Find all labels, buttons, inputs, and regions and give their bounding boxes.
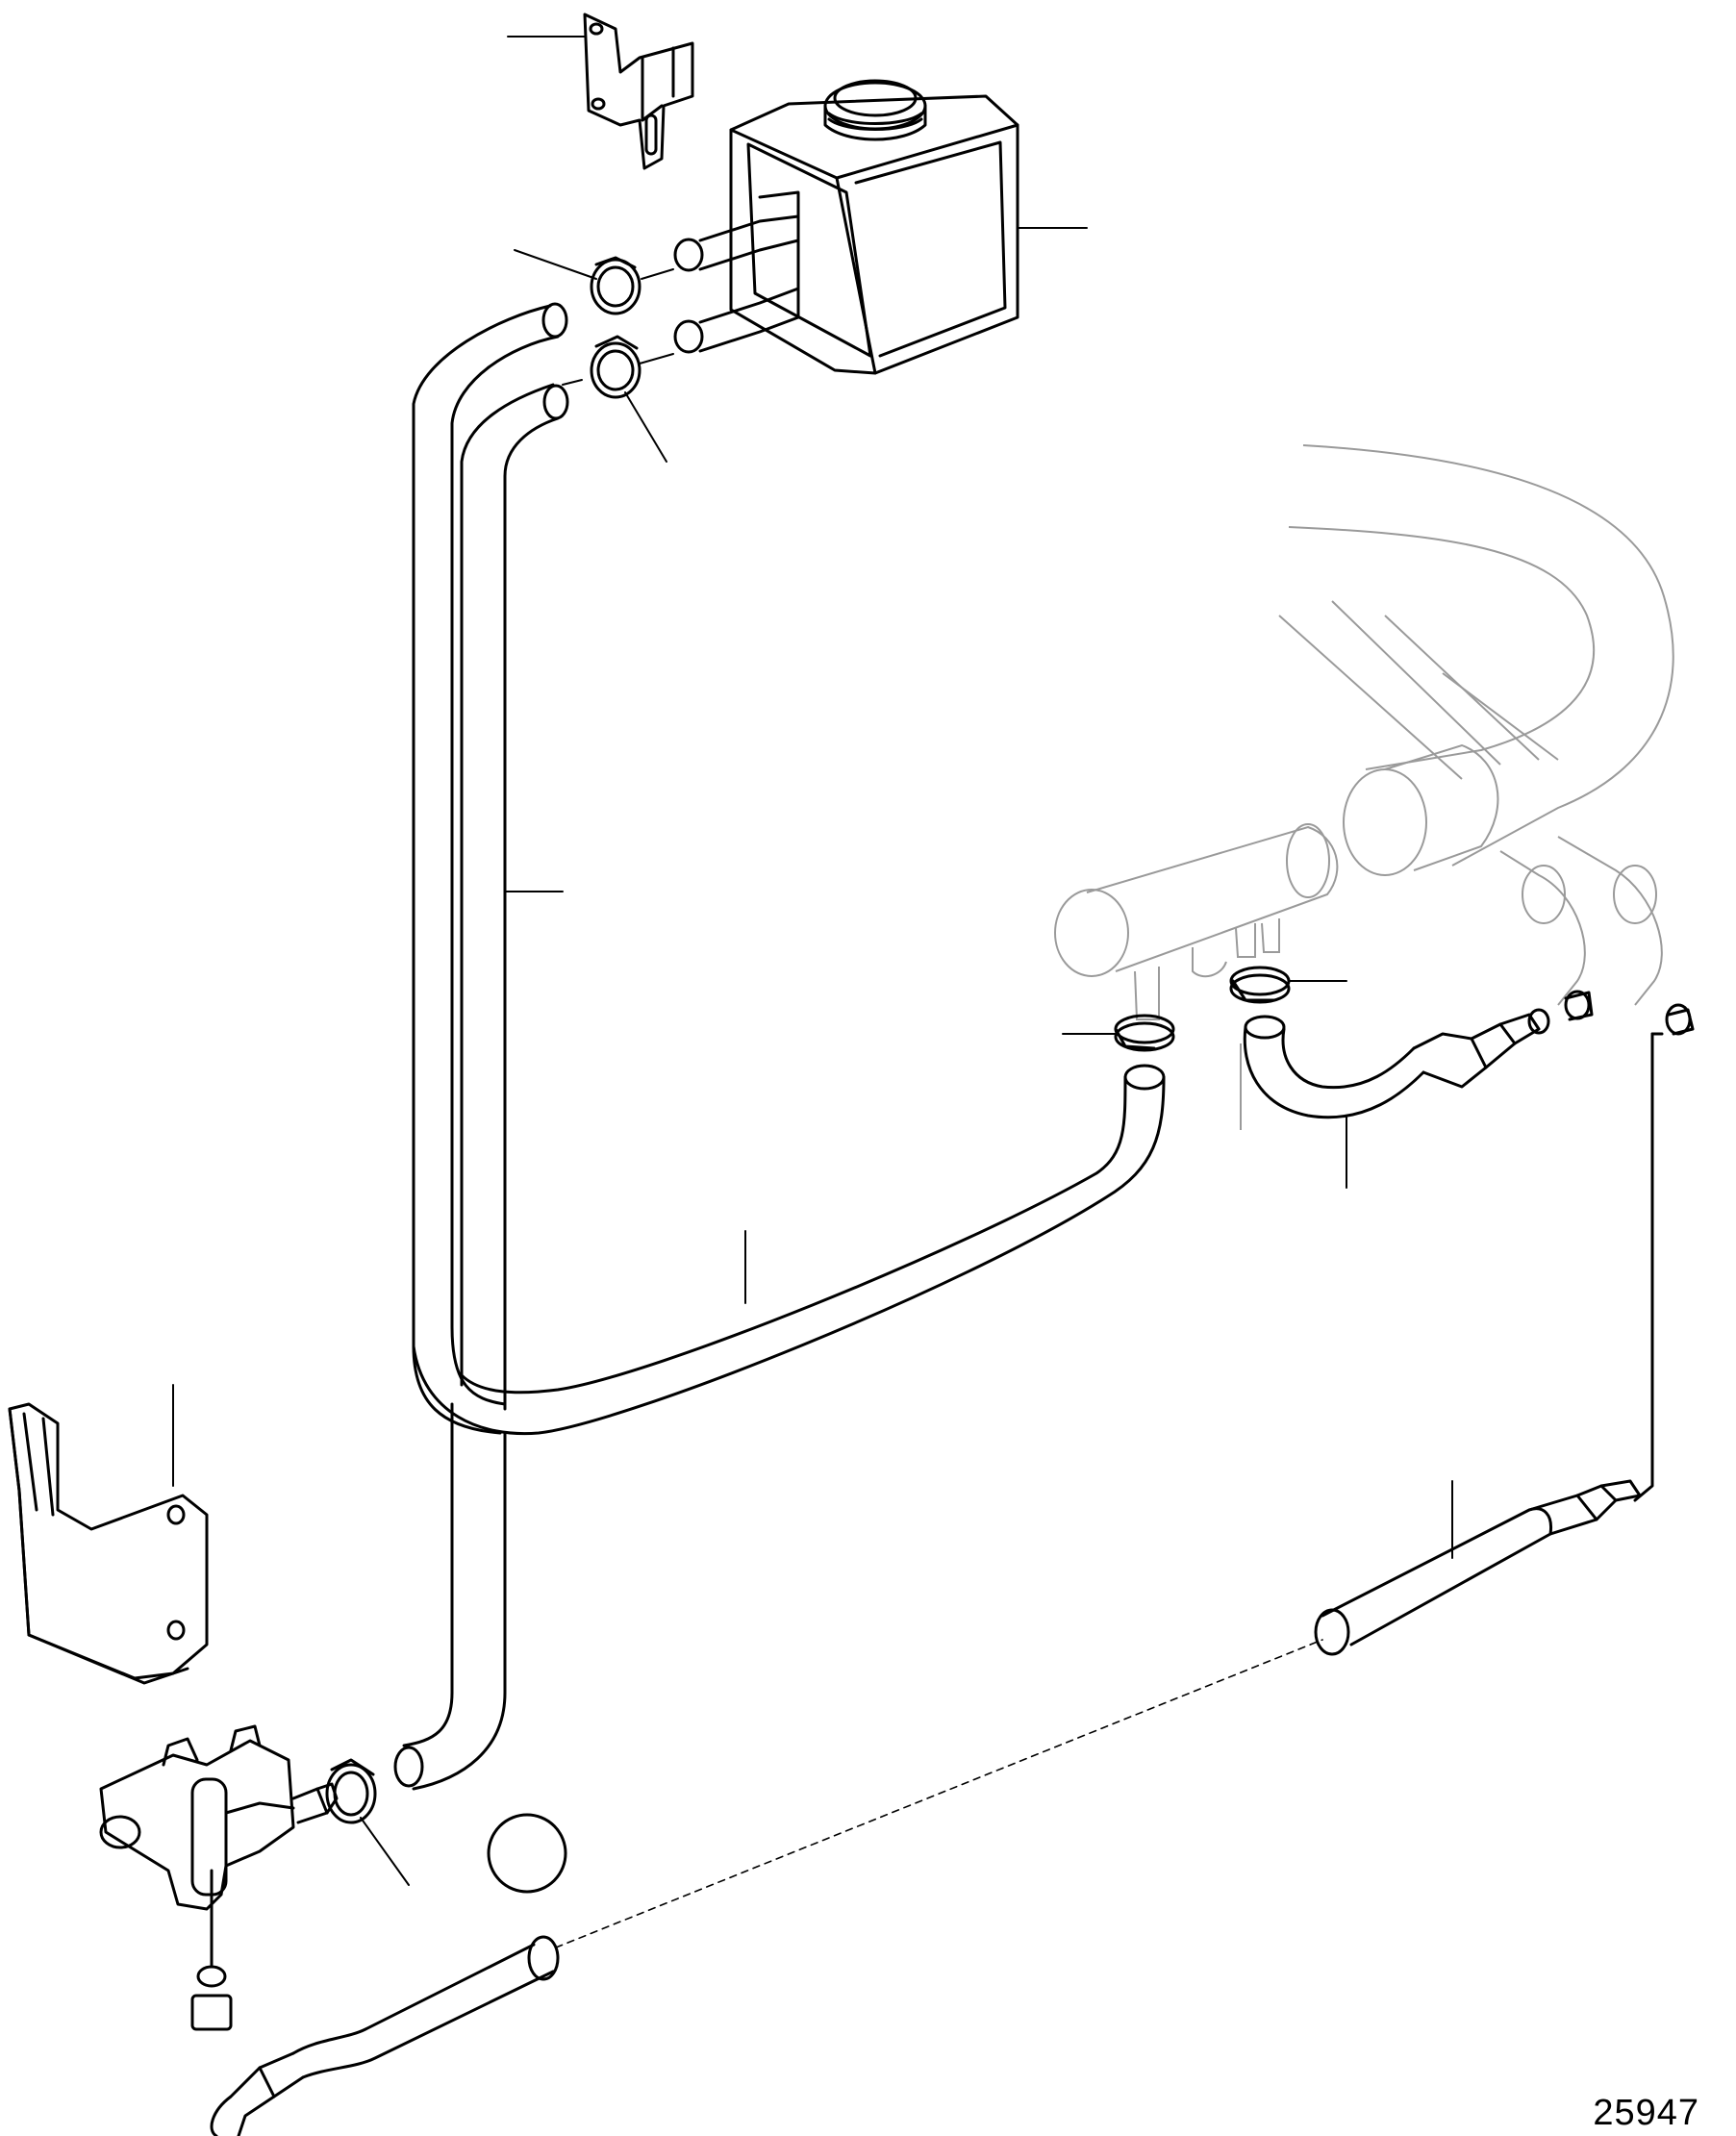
heater-hose-right bbox=[1243, 990, 1594, 1119]
hose-clamp-upper-1 bbox=[590, 256, 642, 315]
ghost-engine-pipework bbox=[1054, 444, 1674, 1130]
break-line bbox=[555, 1639, 1323, 1948]
o-ring bbox=[487, 1813, 567, 1894]
fuel-pipe-short bbox=[190, 1869, 560, 2136]
hose-clamp-right bbox=[1229, 966, 1291, 1004]
connector-pipe-right bbox=[1633, 1003, 1695, 1502]
leader-hose-clamp-upper-2 bbox=[624, 391, 667, 463]
coolant-hose-return bbox=[412, 1064, 1166, 1436]
lower-bracket bbox=[8, 1402, 209, 1685]
valve-assembly bbox=[99, 1724, 339, 1911]
fuel-pipe-long bbox=[1314, 1479, 1642, 1656]
upper-bracket bbox=[583, 13, 694, 170]
leader-hose-clamp-upper-1 bbox=[514, 249, 597, 280]
hose-clamp-lower bbox=[325, 1758, 377, 1824]
hose-clamp-upper-2 bbox=[590, 335, 642, 399]
coolant-hose-long bbox=[393, 302, 568, 1791]
coolant-hose-inner bbox=[460, 383, 569, 1411]
expansion-tank bbox=[673, 79, 1019, 375]
hose-clamp-return bbox=[1114, 1014, 1175, 1052]
figure-reference-number: 25947 bbox=[1593, 2093, 1699, 2133]
leader-hose-clamp-lower bbox=[360, 1817, 410, 1886]
